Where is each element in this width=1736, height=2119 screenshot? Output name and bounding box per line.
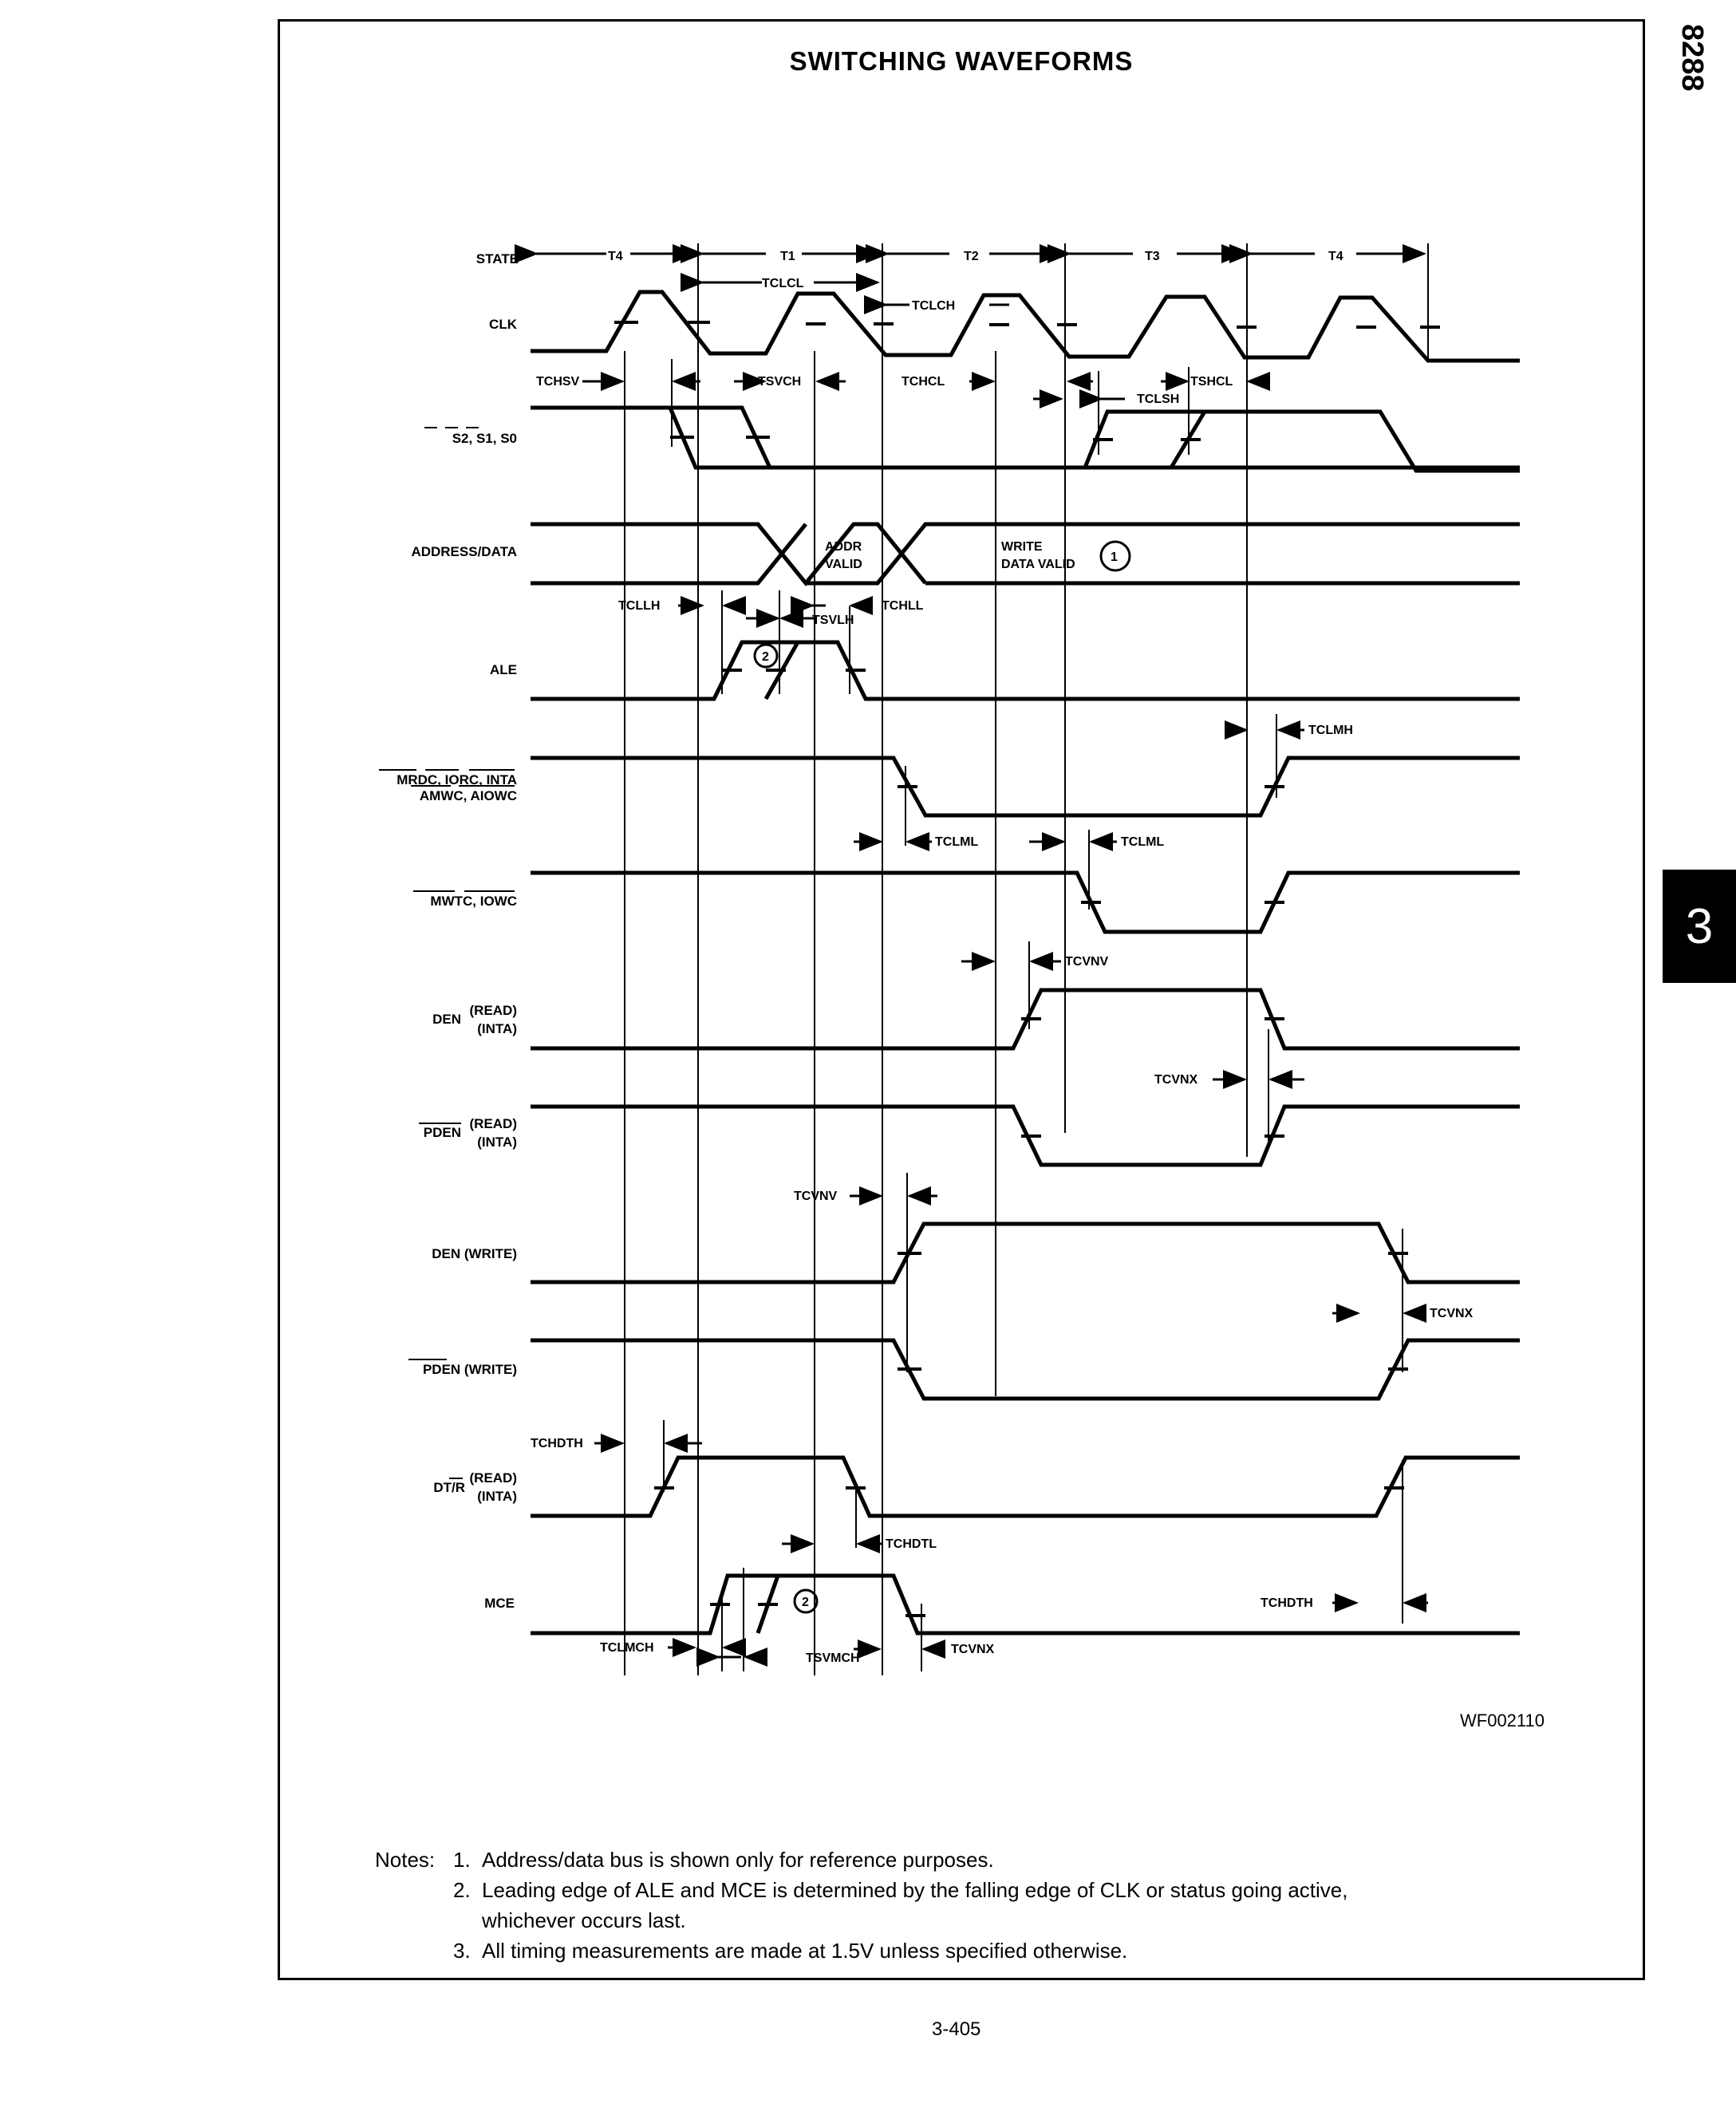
page-title: SWITCHING WAVEFORMS xyxy=(789,46,1134,76)
svg-text:2: 2 xyxy=(802,1596,809,1609)
addr-valid-label: ADDR xyxy=(825,540,862,554)
svg-text:(READ): (READ) xyxy=(470,1470,518,1486)
svg-text:TCLCH: TCLCH xyxy=(912,299,955,313)
svg-text:TCLLH: TCLLH xyxy=(618,599,660,613)
svg-text:TSHCL: TSHCL xyxy=(1190,375,1233,389)
svg-text:TCVNX: TCVNX xyxy=(951,1643,995,1656)
svg-text:DATA VALID: DATA VALID xyxy=(1001,558,1075,571)
address-data-waveform xyxy=(531,522,1520,586)
ale-waveform xyxy=(531,640,1520,701)
label-dtr: DT/R xyxy=(433,1480,465,1495)
svg-text:(READ): (READ) xyxy=(470,1003,518,1018)
svg-text:TCHDTH: TCHDTH xyxy=(531,1437,583,1450)
mrdc-waveform xyxy=(531,756,1520,818)
write-data-valid-label: WRITE xyxy=(1001,540,1043,554)
mwtc-waveform xyxy=(531,870,1520,934)
pden-write-waveform xyxy=(531,1338,1520,1401)
label-den-read: DEN xyxy=(432,1012,461,1027)
note-2-marker-mce xyxy=(793,1588,819,1614)
label-address-data: ADDRESS/DATA xyxy=(411,544,517,559)
label-status: S2, S1, S0 xyxy=(452,431,517,446)
label-mwtc: MWTC, IOWC xyxy=(430,894,517,909)
label-clk: CLK xyxy=(489,317,518,332)
svg-text:TCHSV: TCHSV xyxy=(536,375,580,389)
crossing-ticks xyxy=(614,321,1440,1617)
svg-text:TCHLL: TCHLL xyxy=(882,599,924,613)
status-waveform xyxy=(531,405,772,469)
svg-text:2: 2 xyxy=(762,650,769,664)
state-t1: T1 xyxy=(780,250,795,263)
svg-text:TCVNV: TCVNV xyxy=(794,1190,838,1203)
svg-text:TCVNX: TCVNX xyxy=(1430,1307,1474,1320)
page-number: 3-405 xyxy=(932,2018,981,2040)
svg-text:1: 1 xyxy=(1111,550,1118,564)
svg-text:TSVMCH: TSVMCH xyxy=(806,1651,860,1665)
label-ale: ALE xyxy=(490,662,517,677)
svg-text:TCLML: TCLML xyxy=(1121,835,1164,849)
svg-text:TCLSH: TCLSH xyxy=(1137,393,1179,406)
clk-waveform xyxy=(531,290,1520,363)
notes-section: Notes:1.Address/data bus is shown only f… xyxy=(375,1848,1348,1963)
svg-text:TCLML: TCLML xyxy=(935,835,978,849)
state-t3: T3 xyxy=(1145,250,1160,263)
svg-text:TCVNV: TCVNV xyxy=(1065,955,1109,969)
svg-text:VALID: VALID xyxy=(825,558,862,571)
state-t4-first: T4 xyxy=(608,250,623,263)
svg-text:TCLCL: TCLCL xyxy=(762,277,804,290)
note-1-marker xyxy=(1099,540,1131,572)
state-row xyxy=(515,244,1426,292)
label-pden-read: PDEN xyxy=(424,1125,461,1140)
page-frame xyxy=(278,19,1645,1980)
status-rise xyxy=(1083,409,1520,473)
section-tab: 3 xyxy=(1663,870,1736,983)
label-den-write: DEN (WRITE) xyxy=(432,1246,517,1261)
state-t4-last: T4 xyxy=(1328,250,1343,263)
svg-text:(INTA): (INTA) xyxy=(477,1489,517,1504)
label-mce: MCE xyxy=(484,1596,515,1611)
state-t2: T2 xyxy=(964,250,979,263)
den-read-waveform xyxy=(531,988,1520,1051)
label-pden-write: PDEN (WRITE) xyxy=(423,1362,517,1377)
svg-text:(READ): (READ) xyxy=(470,1116,518,1131)
den-write-waveform xyxy=(531,1221,1520,1284)
svg-text:TCLMCH: TCLMCH xyxy=(600,1641,654,1655)
svg-text:TSVLH: TSVLH xyxy=(812,614,854,627)
svg-text:TCHDTH: TCHDTH xyxy=(1261,1596,1313,1610)
svg-text:TCHCL: TCHCL xyxy=(902,375,945,389)
svg-text:(INTA): (INTA) xyxy=(477,1134,517,1150)
dimension-arrows xyxy=(582,295,1428,1667)
svg-text:(INTA): (INTA) xyxy=(477,1021,517,1036)
timing-parameter-labels: TCLCL TCLCH TCHSV TSVCH TCHCL TSHCL TCLS… xyxy=(531,277,1474,1665)
label-amwc: AMWC, AIOWC xyxy=(420,788,517,803)
label-state: STATE xyxy=(476,251,519,266)
label-mrdc: MRDC, IORC, INTA xyxy=(397,772,517,787)
reference-lines xyxy=(624,243,1429,1675)
pden-read-waveform xyxy=(531,1104,1520,1167)
mce-waveform xyxy=(531,1573,1520,1636)
svg-text:TCLMH: TCLMH xyxy=(1308,724,1353,737)
svg-text:TSVCH: TSVCH xyxy=(758,375,801,389)
figure-code: WF002110 xyxy=(1460,1711,1545,1730)
svg-text:TCHDTL: TCHDTL xyxy=(886,1537,937,1551)
dtr-waveform xyxy=(531,1455,1520,1518)
svg-text:TCVNX: TCVNX xyxy=(1154,1073,1198,1087)
note-2-marker-ale xyxy=(753,643,779,669)
